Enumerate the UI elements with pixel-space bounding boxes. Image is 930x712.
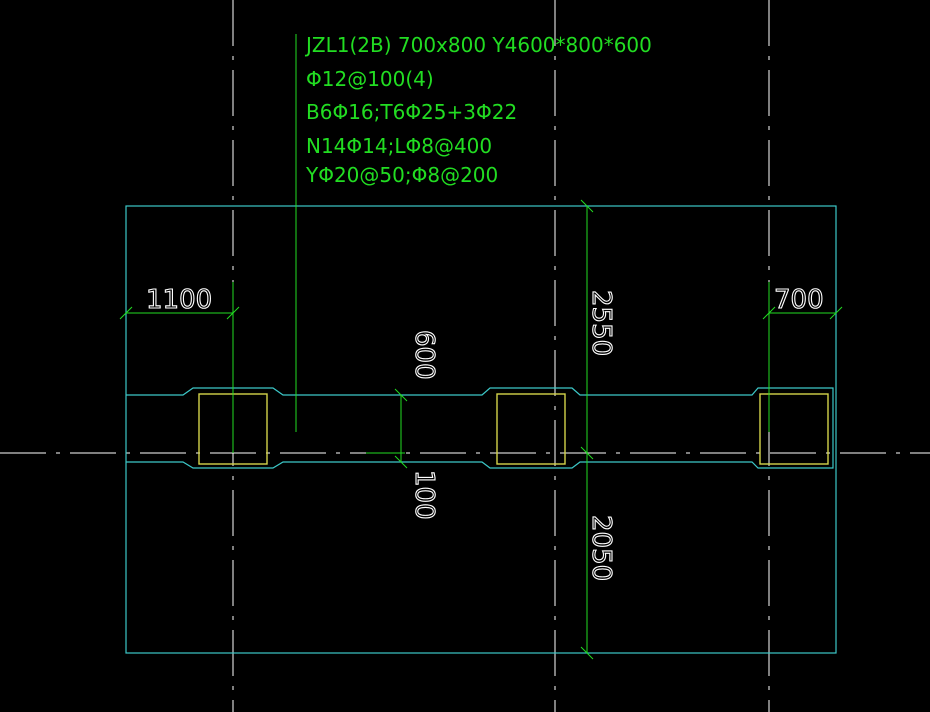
footing-outline[interactable] — [125, 205, 837, 654]
dim-label-1100: 1100 — [146, 285, 212, 315]
annotation-line-2: Φ12@100(4) — [306, 67, 434, 91]
annotation-line-1: JZL1(2B) 700x800 Y4600*800*600 — [304, 33, 652, 57]
column-3 — [759, 393, 829, 465]
annotation-line-4: N14Φ14;LΦ8@400 — [306, 134, 492, 158]
column-2 — [496, 393, 566, 465]
dim-label-100: 100 — [409, 470, 439, 520]
dim-label-700: 700 — [774, 285, 824, 315]
beam-outline[interactable] — [126, 387, 834, 469]
beam-annotation: JZL1(2B) 700x800 Y4600*800*600 Φ12@100(4… — [304, 33, 652, 187]
dimension-labels: 1100 700 2550 2050 600 100 — [145, 284, 824, 581]
dim-label-2050: 2050 — [586, 515, 616, 581]
beam-top-edge — [126, 387, 834, 469]
annotation-line-5: YΦ20@50;Φ8@200 — [305, 163, 498, 187]
dim-label-600: 600 — [409, 330, 439, 380]
dimension-lines — [119, 34, 843, 660]
annotation-line-3: B6Φ16;T6Φ25+3Φ22 — [306, 100, 517, 124]
dim-label-2550: 2550 — [586, 290, 616, 356]
